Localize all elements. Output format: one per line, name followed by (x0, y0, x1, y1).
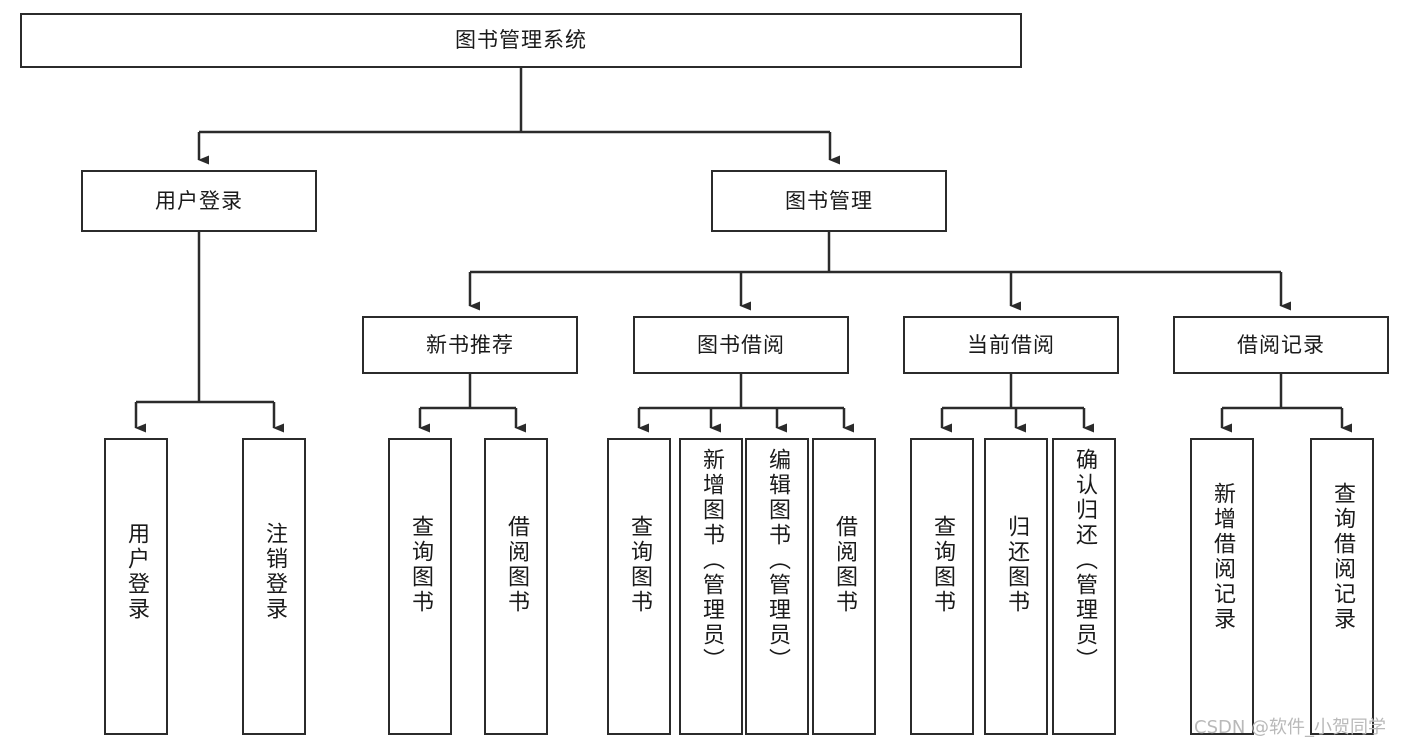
node-label: 查询图书 (627, 515, 652, 615)
node-label: 编辑图书（管理员） (765, 448, 790, 673)
node-leaf-query-borrow-record[interactable]: 查询借阅记录 (1310, 438, 1374, 735)
node-leaf-logout[interactable]: 注销登录 (242, 438, 306, 735)
node-label: 查询图书 (930, 515, 955, 615)
node-label: 图书管理 (785, 188, 873, 213)
node-label: 用户登录 (124, 522, 149, 622)
node-label: 注销登录 (262, 522, 287, 622)
node-leaf-borrow-book[interactable]: 借阅图书 (812, 438, 876, 735)
node-label: 归还图书 (1004, 515, 1029, 615)
node-label: 新增图书（管理员） (699, 448, 724, 673)
csdn-watermark: CSDN @软件_小贺同学 (1194, 717, 1387, 738)
node-leaf-borrow-book-recommend[interactable]: 借阅图书 (484, 438, 548, 735)
node-leaf-confirm-return[interactable]: 确认归还（管理员） (1052, 438, 1116, 735)
node-label: 当前借阅 (967, 332, 1055, 357)
node-label: 确认归还（管理员） (1072, 448, 1097, 673)
node-root-system[interactable]: 图书管理系统 (20, 13, 1022, 68)
node-leaf-add-borrow-record[interactable]: 新增借阅记录 (1190, 438, 1254, 735)
node-new-book-recommend[interactable]: 新书推荐 (362, 316, 578, 374)
node-leaf-user-login[interactable]: 用户登录 (104, 438, 168, 735)
node-label: 新书推荐 (426, 332, 514, 357)
node-leaf-query-book-current[interactable]: 查询图书 (910, 438, 974, 735)
node-leaf-add-book[interactable]: 新增图书（管理员） (679, 438, 743, 735)
node-label: 查询借阅记录 (1330, 482, 1355, 632)
node-book-manage[interactable]: 图书管理 (711, 170, 947, 232)
node-label: 图书借阅 (697, 332, 785, 357)
node-leaf-return-book[interactable]: 归还图书 (984, 438, 1048, 735)
node-label: 借阅图书 (832, 515, 857, 615)
node-label: 图书管理系统 (455, 28, 587, 53)
node-label: 借阅图书 (504, 515, 529, 615)
node-label: 用户登录 (155, 188, 243, 213)
node-label: 借阅记录 (1237, 332, 1325, 357)
node-book-borrow[interactable]: 图书借阅 (633, 316, 849, 374)
node-leaf-query-book-recommend[interactable]: 查询图书 (388, 438, 452, 735)
node-user-login[interactable]: 用户登录 (81, 170, 317, 232)
node-leaf-query-book-borrow[interactable]: 查询图书 (607, 438, 671, 735)
node-label: 新增借阅记录 (1210, 482, 1235, 632)
node-label: 查询图书 (408, 515, 433, 615)
node-leaf-edit-book[interactable]: 编辑图书（管理员） (745, 438, 809, 735)
node-borrow-record[interactable]: 借阅记录 (1173, 316, 1389, 374)
node-current-borrow[interactable]: 当前借阅 (903, 316, 1119, 374)
